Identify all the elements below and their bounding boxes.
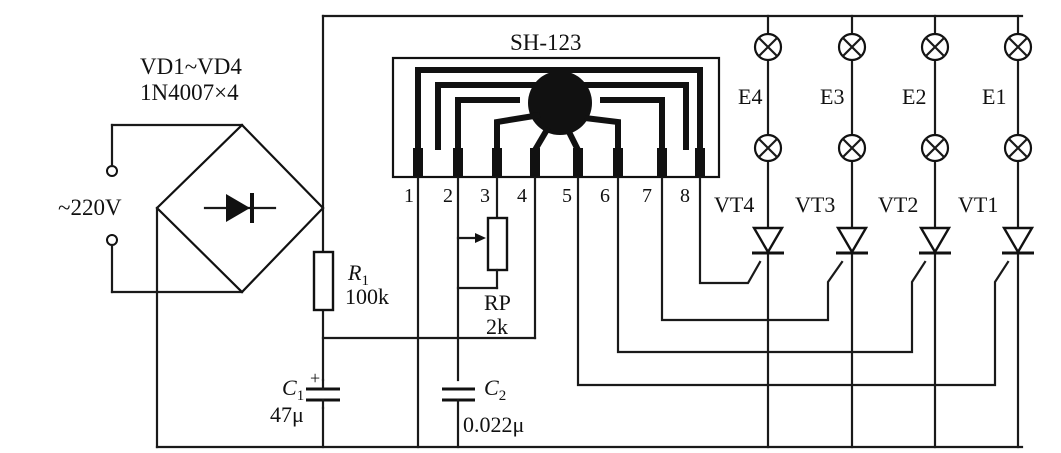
thyristor-label-vt3: VT3: [795, 192, 835, 217]
thyristor-vt2-icon: [918, 226, 952, 255]
pin-label-2: 2: [443, 185, 453, 207]
ic-pin-wires: [416, 176, 1010, 449]
bridge-label-line1: VD1~VD4: [140, 54, 242, 79]
lamp-label-e4: E4: [738, 84, 762, 109]
c2-value: 0.022μ: [463, 412, 524, 437]
thyristor-vt1-icon: [1001, 226, 1035, 255]
lamp-top-e3: [837, 32, 867, 62]
potentiometer-rp: RP 2k: [456, 216, 511, 339]
diode-icon: [226, 194, 250, 222]
wiper-arrow-icon: [475, 233, 486, 243]
capacitor-c2: C2 0.022μ: [442, 375, 524, 449]
lamp-bottom-e4: [753, 133, 783, 163]
ic-name: SH-123: [510, 30, 582, 55]
bridge-label-line2: 1N4007×4: [140, 80, 239, 105]
thyristor-label-vt1: VT1: [958, 192, 998, 217]
ic-pin-labels: 1 2 3 4 5 6 7 8: [404, 185, 690, 207]
thyristor-vt3-icon: [835, 226, 869, 255]
rp-value: 2k: [486, 314, 508, 339]
lamp-top-e2: [920, 32, 950, 62]
ic-chip-blob: [528, 71, 592, 135]
ic-pins: [413, 148, 705, 178]
pin-label-8: 8: [680, 185, 690, 207]
lamp-bottom-e2: [920, 133, 950, 163]
pin-label-3: 3: [480, 185, 490, 207]
ac-terminal-bottom: [106, 234, 118, 246]
ac-terminal-top: [106, 165, 118, 177]
lamp-columns: E4 E3 E2 E1 VT4 VT3 VT2 VT1: [714, 14, 1035, 449]
thyristor-label-vt2: VT2: [878, 192, 918, 217]
c1-value: 47μ: [270, 402, 304, 427]
capacitor-c1: C1 + 47μ: [270, 368, 340, 427]
pin-label-5: 5: [562, 185, 572, 207]
r1-value: 100k: [345, 284, 389, 309]
ic-sh-123: SH-123 1 2 3 4 5 6 7: [391, 30, 721, 207]
ac-source: ~220V: [58, 123, 244, 294]
lamp-label-e1: E1: [982, 84, 1006, 109]
pin-label-1: 1: [404, 185, 414, 207]
pin-label-7: 7: [642, 185, 652, 207]
c2-name: C2: [484, 375, 506, 404]
c1-name: C1: [282, 375, 304, 404]
c1-plus: +: [310, 368, 320, 388]
r1-name: R1: [347, 260, 369, 289]
lamp-label-e3: E3: [820, 84, 844, 109]
main-wires: [155, 14, 1024, 449]
thyristor-label-vt4: VT4: [714, 192, 754, 217]
thyristor-vt4-icon: [751, 226, 785, 255]
lamp-label-e2: E2: [902, 84, 926, 109]
lamp-top-e1: [1003, 32, 1033, 62]
ac-source-label: ~220V: [58, 195, 122, 220]
resistor-r1: R1 100k: [312, 250, 389, 312]
pin-label-4: 4: [517, 185, 527, 207]
pin-label-6: 6: [600, 185, 610, 207]
lamp-top-e4: [753, 32, 783, 62]
bridge-rectifier: VD1~VD4 1N4007×4: [140, 54, 325, 294]
lamp-bottom-e1: [1003, 133, 1033, 163]
rp-name: RP: [484, 290, 511, 315]
lamp-bottom-e3: [837, 133, 867, 163]
